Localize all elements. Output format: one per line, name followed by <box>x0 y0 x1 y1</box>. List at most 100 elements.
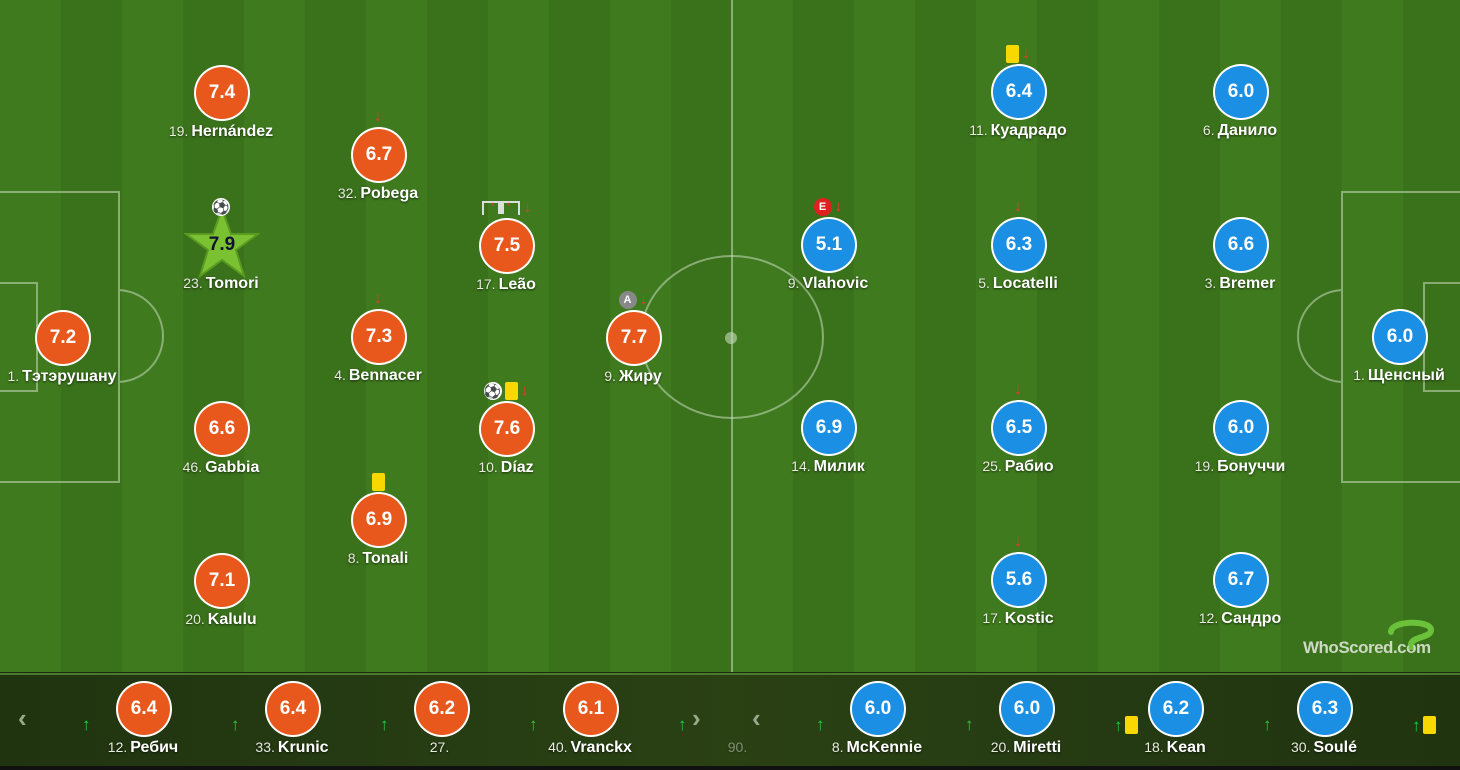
sub-miretti[interactable]: 6.0↑20.Miretti <box>951 673 1101 768</box>
player-name: Soulé <box>1313 739 1358 756</box>
away-subs-prev-button[interactable]: ‹ <box>752 703 761 733</box>
rating-value: 6.0 <box>1227 81 1255 102</box>
player-name: Krunic <box>277 739 329 756</box>
shirt-number: 12. <box>1198 610 1219 626</box>
player-name: Щенсный <box>1367 367 1445 384</box>
rating-value: 6.3 <box>1005 234 1033 255</box>
player-name-label: 1.Тэтэрушану <box>0 368 157 386</box>
player-name-label: 27. <box>346 739 536 757</box>
sub-events: ↑ <box>816 716 825 733</box>
player-name: Bennacer <box>348 367 422 384</box>
player-name: McKennie <box>846 739 923 756</box>
sub-sub32[interactable]: ↑32. <box>1398 673 1460 768</box>
shirt-number: 46. <box>182 459 203 475</box>
shirt-number: 32. <box>337 185 358 201</box>
shirt-number: 3. <box>1204 275 1217 291</box>
player-name: Gabbia <box>205 459 260 476</box>
sub-off-arrow-icon: ↓ <box>1022 45 1030 62</box>
player-locatelli[interactable]: 6.3↓5.Locatelli <box>943 199 1093 304</box>
player-name: Бонуччи <box>1217 458 1286 475</box>
yellow-card-icon <box>1422 716 1436 734</box>
rating-badge: 6.4 <box>993 66 1045 118</box>
sub-events: ↑ <box>529 716 538 733</box>
sub-on-arrow-icon: ↑ <box>380 715 389 734</box>
player-bennacer[interactable]: 7.3↓4.Bennacer <box>303 291 453 396</box>
rating-badge: 6.0 <box>852 683 904 735</box>
sub-events: ↑ <box>231 716 240 733</box>
sub-kean[interactable]: 6.2↑18.Kean <box>1100 673 1250 768</box>
sub-soule[interactable]: 6.3↑30.Soulé <box>1249 673 1399 768</box>
player-pobega[interactable]: 6.7↓32.Pobega <box>303 109 453 214</box>
rating-value: 6.7 <box>1227 569 1255 590</box>
player-rabiot[interactable]: 6.5↓25.Рабио <box>943 382 1093 487</box>
rating-badge: 6.1 <box>565 683 617 735</box>
player-tomori[interactable]: 7.9⚽23.Tomori <box>146 198 296 304</box>
rating-value: 6.5 <box>1005 417 1033 438</box>
player-events: ↓ <box>943 532 1093 552</box>
player-name: Leão <box>498 276 536 293</box>
sub-krunic[interactable]: 6.4↑33.Krunic <box>217 673 367 768</box>
rating-badge: 5.1 <box>803 219 855 271</box>
player-name-label: 23.Tomori <box>126 275 316 293</box>
sub-rebic[interactable]: 6.4↑12.Ребич <box>68 673 218 768</box>
player-name-label: 90. <box>644 739 834 757</box>
home-subs-prev-button[interactable]: ‹ <box>18 703 27 733</box>
rating-value: 6.6 <box>208 418 236 439</box>
player-name: Милик <box>813 458 865 475</box>
shirt-number: 8. <box>831 739 844 755</box>
player-kostic[interactable]: 5.6↓17.Kostic <box>943 534 1093 639</box>
rating-value: 6.7 <box>365 144 393 165</box>
shirt-number: 12. <box>107 739 128 755</box>
sub-on-arrow-icon: ↑ <box>1412 715 1421 735</box>
shirt-number: 23. <box>183 275 203 291</box>
sub-vranckx[interactable]: 6.1↑40.Vranckx <box>515 673 665 768</box>
sub-sub27[interactable]: 6.2↑27. <box>366 673 516 768</box>
player-cuadrado[interactable]: 6.4↓11.Куадрадо <box>943 45 1093 151</box>
woodwork-goalpost-icon: ** <box>481 200 521 216</box>
sub-events: ↑ <box>965 716 974 733</box>
player-name-label: 12.Ребич <box>48 739 238 757</box>
rating-badge: 6.9 <box>353 494 405 546</box>
player-name: Locatelli <box>992 275 1058 292</box>
player-name: Díaz <box>500 459 534 476</box>
shirt-number: 18. <box>1144 739 1164 755</box>
player-name-label: 46.Gabbia <box>126 459 316 477</box>
rating-badge: 5.6 <box>993 554 1045 606</box>
goal-ball-icon: ⚽ <box>212 198 230 216</box>
player-leao[interactable]: 7.5**↓17.Leão <box>431 200 581 305</box>
player-name: Данило <box>1217 122 1278 139</box>
player-name: Vlahovic <box>802 275 869 292</box>
rating-value: 6.0 <box>1013 698 1041 719</box>
sub-mckennie[interactable]: 6.0 ↑ 8.McKennie <box>802 673 952 768</box>
shirt-number: 10. <box>478 459 498 475</box>
player-name-label: 14.Милик <box>733 458 923 476</box>
rating-value: 6.4 <box>279 698 307 719</box>
player-name-label: 20.Miretti <box>931 739 1121 757</box>
shirt-number: 4. <box>334 367 346 383</box>
home-subs-next-button[interactable]: › <box>692 703 701 733</box>
rating-badge: 7.3 <box>353 311 405 363</box>
player-name-label: 3.Bremer <box>1145 275 1335 293</box>
player-name-label: 11.Куадрадо <box>923 122 1113 140</box>
player-gabbia[interactable]: 6.6 46.Gabbia <box>146 393 296 488</box>
player-diaz[interactable]: 7.6⚽↓10.Díaz <box>431 382 581 488</box>
player-name-label: 9.Vlahovic <box>733 275 923 293</box>
player-name-label: 19.Бонуччи <box>1145 458 1335 476</box>
sub-on-arrow-icon: ↑ <box>82 715 91 734</box>
player-name-label: 17.Leão <box>411 276 601 294</box>
sub-sub90[interactable]: ↑90. <box>664 673 814 768</box>
player-name: Tomori <box>205 275 259 292</box>
